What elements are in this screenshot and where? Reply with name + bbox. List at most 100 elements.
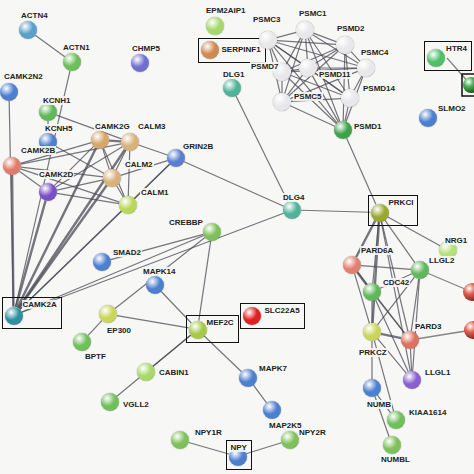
protein-node-circle: [411, 261, 429, 279]
protein-label: CALM3: [137, 122, 167, 131]
protein-label: PRKCZ: [358, 348, 388, 357]
protein-node: KCNH1: [39, 96, 72, 121]
protein-node-circle: [3, 157, 21, 175]
protein-node: CAMK2D: [38, 170, 74, 201]
protein-label: PARD6A: [360, 246, 394, 255]
protein-node-circle: [99, 305, 117, 323]
interaction-edge: [281, 81, 282, 93]
protein-node-circle: [363, 323, 381, 341]
protein-node: HTR4: [424, 41, 473, 71]
protein-label: NPY1R: [194, 428, 223, 437]
interaction-edge: [117, 335, 191, 396]
protein-label: MAPK7: [258, 364, 288, 373]
interaction-edge: [117, 186, 124, 198]
interaction-edge: [109, 139, 121, 142]
protein-label: CAMK2G: [94, 122, 131, 131]
protein-label: PRKCI: [388, 198, 415, 207]
interaction-edge: [21, 144, 121, 164]
interaction-edge: [385, 220, 415, 263]
interaction-edge: [410, 349, 411, 371]
protein-label: DLG1: [222, 70, 245, 79]
protein-node-circle: [343, 256, 361, 274]
protein-node: PSMC3: [252, 15, 282, 49]
interaction-edge: [19, 185, 107, 308]
protein-node-circle: [419, 109, 437, 127]
interaction-edge: [128, 151, 129, 196]
protein-node-circle: [243, 307, 261, 325]
protein-node-circle: [39, 103, 57, 121]
protein-node: NPY2R: [281, 428, 327, 449]
protein-node-circle: [93, 253, 111, 271]
protein-node: PSMC4: [357, 48, 390, 77]
protein-node: ACTN1: [62, 43, 91, 71]
protein-label: LLGL1: [424, 368, 451, 377]
protein-node: ACTN4: [19, 11, 49, 39]
interaction-edge: [371, 301, 372, 323]
protein-label: PSMC3: [252, 15, 282, 24]
protein-label: HTR4: [445, 44, 468, 53]
protein-node-circle: [281, 431, 299, 449]
protein-node: CABIN1: [137, 363, 190, 381]
protein-node: CAMK2A: [2, 297, 62, 329]
interaction-edge: [161, 292, 191, 323]
interaction-edge: [199, 241, 211, 321]
protein-node-circle: [203, 223, 221, 241]
protein-node: PSMD11: [299, 59, 352, 79]
protein-label: KIAA1614: [408, 408, 447, 417]
interaction-edge: [88, 321, 102, 336]
interaction-edge: [373, 221, 379, 323]
protein-label: EPM2AIP1: [205, 6, 247, 15]
protein-node-circle: [463, 283, 474, 301]
protein-label: NPY2R: [298, 428, 327, 437]
protein-label: CDC42: [382, 278, 410, 287]
protein-label: BPTF: [84, 352, 107, 361]
protein-node: SLMO2: [419, 104, 467, 127]
protein-label: NPY: [230, 443, 248, 452]
protein-node: CDC42: [363, 278, 410, 301]
interaction-edge: [291, 69, 299, 70]
protein-label: CABIN1: [158, 368, 190, 377]
interaction-edge: [380, 274, 412, 289]
protein-label: SLMO2: [437, 104, 467, 113]
protein-node: CREBBP: [168, 218, 221, 241]
interaction-edge: [381, 334, 401, 338]
protein-node: DLG1: [222, 70, 245, 97]
interaction-edge: [20, 164, 170, 309]
protein-node-circle: [383, 436, 401, 454]
protein-node: PARD3: [401, 322, 443, 349]
interaction-edge: [290, 106, 335, 126]
protein-node-circle: [223, 79, 241, 97]
interaction-edge: [12, 175, 13, 307]
protein-node: GRIN2B: [167, 142, 214, 167]
protein-node: SMAD2: [93, 248, 142, 271]
interaction-edge: [9, 101, 13, 307]
protein-label: NRG1: [444, 236, 468, 245]
protein-node: MEF2C: [186, 315, 239, 343]
protein-node: SLC22A5: [240, 303, 305, 329]
protein-node-circle: [201, 41, 219, 59]
protein-node-circle: [171, 431, 189, 449]
protein-node: CALM3: [121, 122, 167, 151]
interaction-edge: [204, 336, 242, 372]
interaction-edge: [54, 146, 93, 185]
protein-node: PSMC1: [296, 9, 328, 39]
protein-node: BPTF: [73, 333, 107, 361]
interaction-edge: [345, 107, 348, 121]
protein-label: DLG4: [282, 193, 305, 202]
protein-node-circle: [403, 371, 421, 389]
protein-node: NUMB: [363, 379, 392, 409]
protein-node-circle: [427, 49, 445, 67]
protein-node-circle: [131, 54, 149, 72]
protein-node: CAMK2N2: [0, 72, 44, 101]
interaction-edge: [35, 35, 64, 56]
interaction-edge: [134, 164, 169, 198]
protein-node-circle: [39, 183, 57, 201]
protein-node-circle: [273, 93, 291, 111]
protein-node: MAPK7: [239, 364, 288, 387]
interaction-edge: [301, 210, 371, 212]
interaction-edge: [21, 143, 92, 164]
protein-node: CALM2: [103, 160, 154, 187]
protein-node: LLGL1: [403, 368, 451, 389]
protein-label: CALM1: [140, 188, 170, 197]
interaction-edge: [19, 149, 125, 308]
